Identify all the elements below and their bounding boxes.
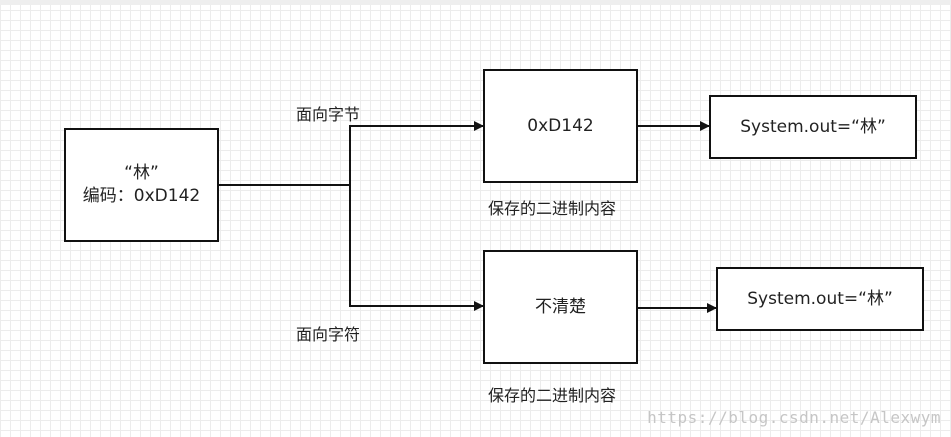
char-path-label: 面向字符: [296, 325, 361, 344]
byte-output-box: System.out=“林”: [709, 95, 917, 159]
byte-output-text: System.out=“林”: [740, 116, 886, 137]
char-output-text: System.out=“林”: [747, 288, 893, 309]
source-char: “林”: [124, 163, 159, 183]
char-output-box: System.out=“林”: [716, 267, 924, 331]
char-caption: 保存的二进制内容: [488, 386, 617, 405]
byte-content-box: 0xD142: [483, 69, 638, 183]
char-content-text: 不清楚: [535, 296, 586, 317]
source-box: “林” 编码：0xD142: [64, 128, 219, 242]
byte-caption: 保存的二进制内容: [488, 199, 617, 218]
source-encoding: 编码：0xD142: [82, 186, 201, 206]
byte-content-text: 0xD142: [527, 115, 594, 136]
char-content-box: 不清楚: [483, 250, 638, 364]
byte-path-label: 面向字节: [296, 105, 361, 124]
watermark: https://blog.csdn.net/Alexwym: [647, 408, 941, 427]
top-bar: [0, 0, 951, 5]
